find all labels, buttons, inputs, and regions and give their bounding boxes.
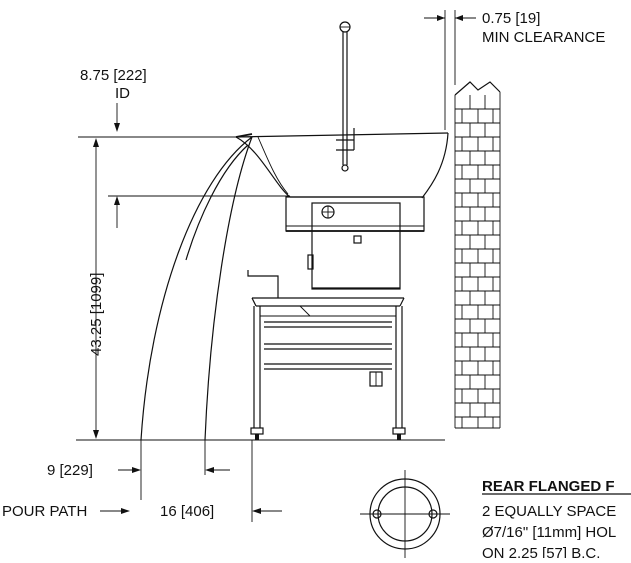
pour-path-curves: [140, 136, 253, 522]
note-title: REAR FLANGED F: [482, 478, 615, 495]
kettle-stand: [247, 270, 406, 440]
id-value: 8.75 [222]: [80, 67, 147, 84]
clearance-dimension: 0.75 [19] MIN CLEARANCE: [424, 10, 605, 130]
brick-wall: [454, 81, 501, 429]
note-line-3: ON 2.25 [57] B.C.: [482, 545, 600, 558]
clearance-value: 0.75 [19]: [482, 10, 540, 27]
kettle-housing: [285, 196, 425, 290]
note-line-2: Ø7/16" [11mm] HOL: [482, 524, 616, 541]
note-line-1: 2 EQUALLY SPACE: [482, 503, 616, 520]
rear-flange-detail: [360, 470, 450, 558]
kettle-bowl: [235, 132, 449, 199]
id-label: ID: [115, 85, 130, 102]
flange-note: REAR FLANGED F 2 EQUALLY SPACE Ø7/16" [1…: [482, 478, 631, 562]
height-value: 43.25 [1099]: [88, 273, 105, 356]
id-dimension: 8.75 [222] ID: [80, 67, 290, 228]
pour-path-dimensions: 9 [229] POUR PATH 16 [406]: [2, 462, 282, 520]
offset-value: 16 [406]: [160, 503, 214, 520]
clearance-label: MIN CLEARANCE: [482, 29, 605, 46]
tilt-handle: [336, 21, 355, 172]
pour-label: POUR PATH: [2, 503, 87, 520]
height-dimension: 43.25 [1099]: [76, 136, 445, 441]
pour-value: 9 [229]: [47, 462, 93, 479]
